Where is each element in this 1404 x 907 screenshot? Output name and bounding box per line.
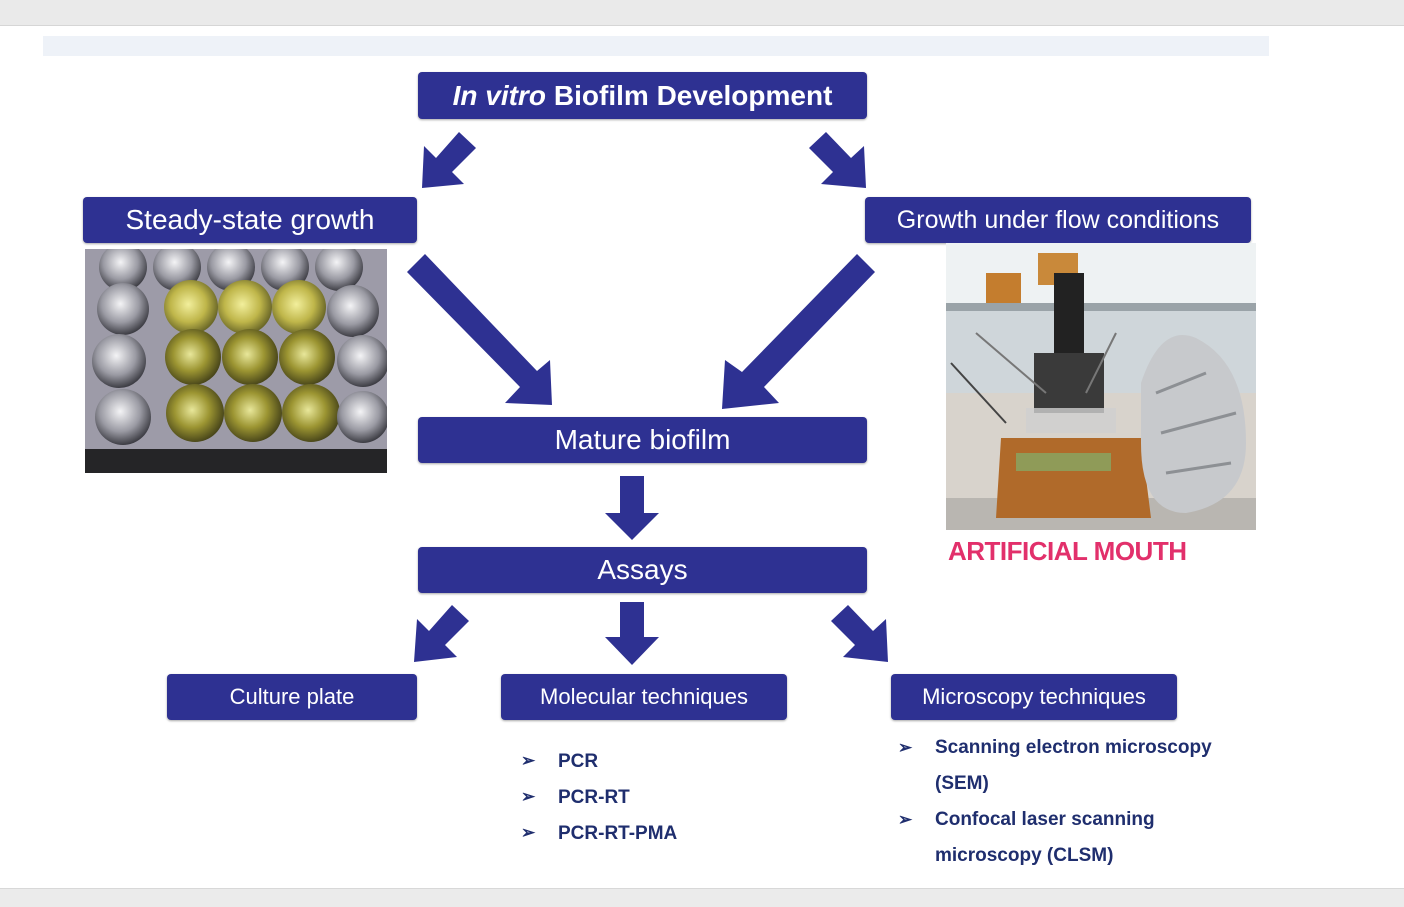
microscopy-techniques-box: Microscopy techniques: [891, 674, 1177, 720]
well-plate-illustration: [85, 249, 387, 473]
arrow-assays-to-molecular: [605, 602, 659, 665]
molecular-techniques-box: Molecular techniques: [501, 674, 787, 720]
list-item: ➢ Confocal laser scanning microscopy (CLS…: [898, 802, 1258, 874]
well-row-3: [92, 329, 387, 388]
slide-header-strip: [43, 36, 1269, 56]
bioreactor-illustration: [946, 243, 1256, 530]
flow-conditions-box: Growth under flow conditions: [865, 197, 1251, 243]
bullet-arrow-icon: ➢: [521, 823, 536, 842]
mature-biofilm-label: Mature biofilm: [554, 424, 731, 455]
bullet-text: PCR-RT-PMA: [558, 823, 678, 844]
top-bar: [0, 0, 1404, 26]
list-item: ➢ PCR-RT: [521, 787, 677, 823]
well-row-2: [97, 280, 379, 337]
culture-plate-box: Culture plate: [167, 674, 417, 720]
bullet-arrow-icon: ➢: [521, 787, 536, 806]
steady-state-label: Steady-state growth: [125, 204, 375, 235]
arrow-mature-to-assays: [605, 476, 659, 540]
list-item: ➢ PCR: [521, 751, 677, 787]
well-row-4: [95, 384, 387, 445]
title-text: Biofilm Development: [553, 79, 833, 111]
arrow-assays-to-microscopy: [831, 605, 888, 662]
arrow-steady-to-mature: [407, 254, 552, 405]
bullet-text: Scanning electron microscopy (SEM): [935, 737, 1212, 794]
steady-state-box: Steady-state growth: [83, 197, 417, 243]
bullet-text: PCR: [558, 751, 599, 772]
list-item: ➢ Scanning electron microscopy (SEM): [898, 730, 1258, 802]
title-italic: In vitro: [452, 79, 546, 111]
title-box: In vitro Biofilm Development: [418, 72, 867, 119]
arrow-title-to-flow: [809, 132, 866, 188]
arrow-flow-to-mature: [722, 254, 875, 409]
bullet-text: PCR-RT: [558, 787, 630, 808]
artificial-mouth-photo: [946, 243, 1256, 530]
bullet-arrow-icon: ➢: [898, 738, 913, 757]
assays-label: Assays: [597, 554, 688, 585]
microscopy-techniques-label: Microscopy techniques: [922, 684, 1146, 709]
bullet-text: Confocal laser scanning microscopy (CLSM…: [935, 809, 1155, 866]
molecular-techniques-label: Molecular techniques: [540, 684, 748, 709]
culture-plate-label: Culture plate: [229, 684, 355, 709]
bullet-arrow-icon: ➢: [521, 751, 536, 770]
mature-biofilm-box: Mature biofilm: [418, 417, 867, 463]
list-item: ➢ PCR-RT-PMA: [521, 823, 677, 859]
bottom-bar: [0, 888, 1404, 907]
molecular-techniques-list: ➢ PCR ➢ PCR-RT ➢ PCR-RT-PMA: [521, 751, 677, 859]
arrow-assays-to-culture: [414, 605, 469, 662]
flow-conditions-label: Growth under flow conditions: [896, 205, 1220, 234]
well-row-1: [99, 249, 363, 291]
microscopy-techniques-list: ➢ Scanning electron microscopy (SEM) ➢ Con…: [898, 730, 1258, 874]
assays-box: Assays: [418, 547, 867, 593]
well-plate-photo: [85, 249, 387, 473]
artificial-mouth-label: ARTIFICIAL MOUTH: [948, 536, 1187, 566]
arrow-title-to-steady: [422, 132, 476, 188]
bullet-arrow-icon: ➢: [898, 810, 913, 829]
